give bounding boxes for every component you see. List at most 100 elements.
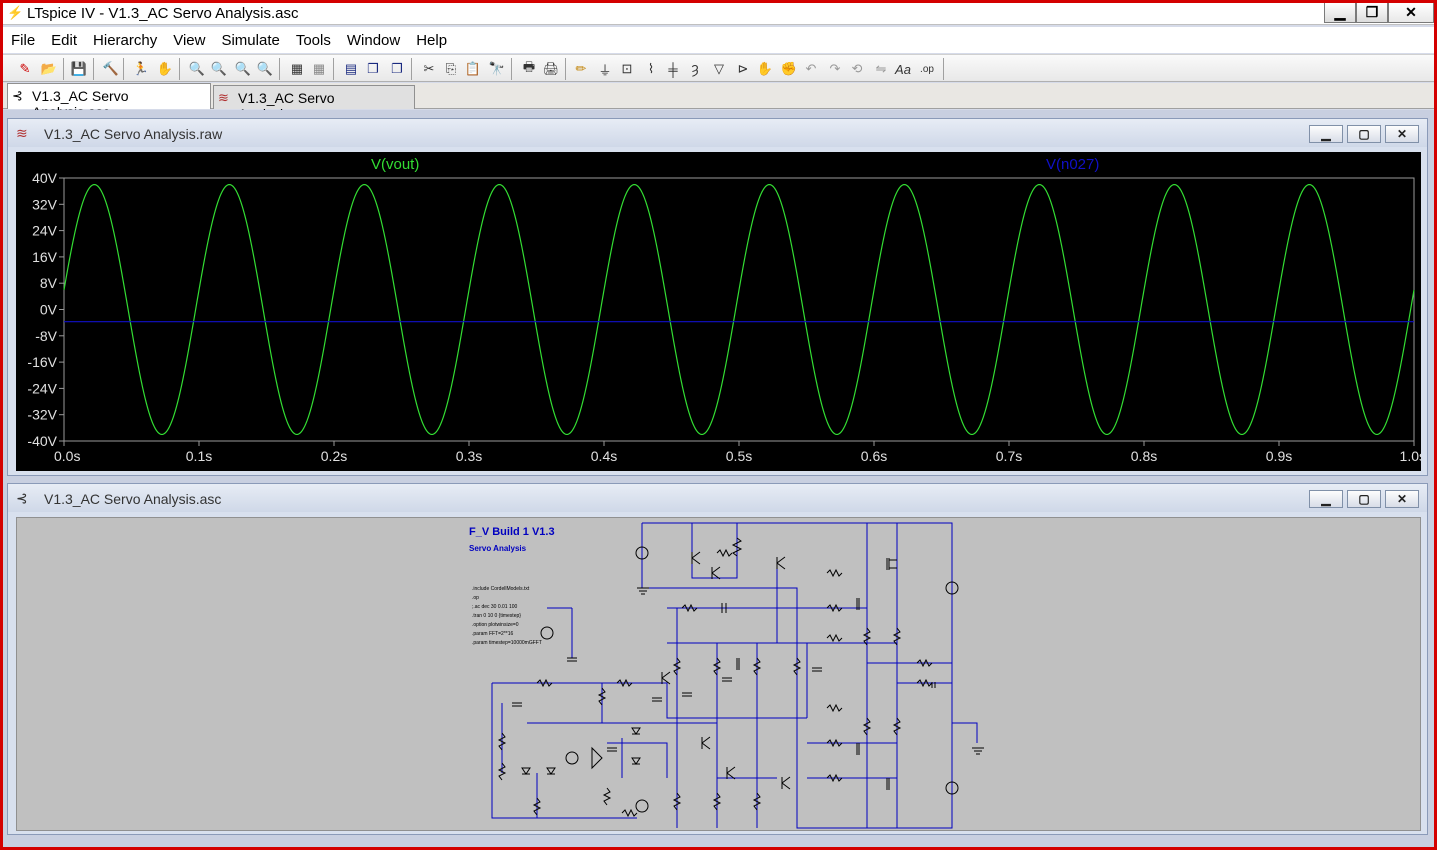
menu-simulate[interactable]: Simulate bbox=[221, 31, 280, 49]
waveform-icon: ≋ bbox=[16, 125, 28, 141]
menu-help[interactable]: Help bbox=[416, 31, 448, 49]
inductor-icon[interactable]: Ȝ bbox=[691, 61, 699, 77]
x-tick-label: 0.0s bbox=[54, 448, 80, 464]
copy-icon[interactable]: ⎘ bbox=[445, 61, 457, 76]
x-tick-label: 0.6s bbox=[861, 448, 887, 464]
waveform-close-button[interactable]: ✕ bbox=[1385, 125, 1419, 143]
open-icon[interactable]: 📂 bbox=[40, 61, 58, 76]
redo-icon[interactable]: ↷ bbox=[829, 61, 841, 76]
tab-schematic[interactable]: ⊰ V1.3_AC Servo Analysis.asc bbox=[7, 83, 211, 120]
waveform-minimize-button[interactable]: ▁ bbox=[1309, 125, 1343, 143]
legend-label-1: V(n027) bbox=[1046, 156, 1099, 173]
resistor-icon[interactable]: ⌇ bbox=[647, 61, 655, 76]
schematic-window-title: V1.3_AC Servo Analysis.asc bbox=[44, 491, 222, 507]
halt-icon[interactable]: ✋ bbox=[156, 61, 174, 76]
move-icon[interactable]: ✋ bbox=[756, 61, 774, 76]
x-tick-label: 0.9s bbox=[1266, 448, 1292, 464]
run-icon[interactable]: 🏃 bbox=[132, 61, 150, 76]
toolbar-separator bbox=[93, 58, 94, 80]
control-panel-icon[interactable]: 🔨 bbox=[102, 61, 120, 76]
y-tick-label: -8V bbox=[35, 328, 57, 344]
y-tick-label: -32V bbox=[27, 407, 57, 423]
autorange-icon[interactable]: ▦ bbox=[290, 61, 304, 76]
print-setup-icon[interactable]: 🖶 bbox=[522, 59, 536, 74]
schematic-minimize-button[interactable]: ▁ bbox=[1309, 490, 1343, 508]
close-all-icon[interactable]: ❐ bbox=[391, 61, 403, 76]
schematic-drawing[interactable]: F_V Build 1 V1.3 Servo Analysis .include… bbox=[17, 518, 1420, 830]
schematic-canvas[interactable]: F_V Build 1 V1.3 Servo Analysis .include… bbox=[16, 517, 1421, 831]
draw-wire-icon[interactable]: ✏ bbox=[575, 61, 587, 76]
menu-view[interactable]: View bbox=[173, 31, 206, 49]
schematic-close-button[interactable]: ✕ bbox=[1385, 490, 1419, 508]
new-schematic-icon[interactable]: ✎ bbox=[19, 61, 31, 76]
ltspice-app-icon: ⚡ bbox=[7, 5, 24, 20]
toolbar-separator bbox=[943, 58, 944, 80]
tile-horizontal-icon[interactable]: ▤ bbox=[344, 61, 358, 76]
schematic-heading: F_V Build 1 V1.3 bbox=[469, 526, 555, 538]
tab-waveform[interactable]: ≋ V1.3_AC Servo Analysis.raw bbox=[213, 85, 415, 122]
menu-hierarchy[interactable]: Hierarchy bbox=[93, 31, 158, 49]
spice-directives[interactable]: .include CordellModels.txt .op ;.ac dec … bbox=[472, 586, 542, 646]
waveform-window-titlebar[interactable]: ≋ V1.3_AC Servo Analysis.raw ▁ ▢ ✕ bbox=[8, 119, 1427, 147]
minimize-button[interactable]: ▁ bbox=[1324, 3, 1356, 23]
text-icon[interactable]: Aa bbox=[895, 61, 911, 77]
legend-label-0: V(vout) bbox=[371, 156, 419, 173]
find-icon[interactable]: 🔭 bbox=[488, 61, 506, 76]
x-tick-label: 0.5s bbox=[726, 448, 752, 464]
x-tick-label: 0.1s bbox=[186, 448, 212, 464]
close-button[interactable]: ✕ bbox=[1388, 3, 1434, 23]
pan-icon[interactable]: 🔍 bbox=[210, 61, 228, 76]
waveform-window-controls: ▁ ▢ ✕ bbox=[1309, 125, 1419, 143]
toolbar: ✎ 📂 💾 🔨 🏃 ✋ 🔍 🔍 🔍 🔍 ▦ ▦ ▤ ❐ ❐ ✂ ⎘ 📋 🔭 🖶 … bbox=[3, 54, 1434, 82]
zoom-out-icon[interactable]: 🔍 bbox=[234, 61, 252, 76]
x-tick-label: 0.3s bbox=[456, 448, 482, 464]
rotate-icon[interactable]: ⟲ bbox=[851, 61, 863, 76]
diode-icon[interactable]: ▽ bbox=[714, 61, 724, 76]
zoom-in-icon[interactable]: 🔍 bbox=[188, 61, 206, 76]
spice-directive-icon[interactable]: .op bbox=[920, 63, 934, 75]
mark-icon[interactable]: ▦ bbox=[312, 61, 326, 76]
toolbar-separator bbox=[565, 58, 566, 80]
waveform-maximize-button[interactable]: ▢ bbox=[1347, 125, 1381, 143]
paste-icon[interactable]: 📋 bbox=[464, 61, 482, 76]
zoom-cancel-icon[interactable]: 🔍 bbox=[256, 61, 274, 76]
toolbar-separator bbox=[63, 58, 64, 80]
save-icon[interactable]: 💾 bbox=[70, 61, 88, 76]
schematic-components bbox=[497, 537, 984, 818]
x-tick-label: 0.4s bbox=[591, 448, 617, 464]
restore-button[interactable]: ❐ bbox=[1356, 3, 1388, 23]
toolbar-separator bbox=[123, 58, 124, 80]
ground-icon[interactable]: ⏚ bbox=[598, 62, 612, 78]
print-icon[interactable]: 🖨 bbox=[542, 61, 560, 76]
y-tick-label: 32V bbox=[32, 196, 58, 212]
capacitor-icon[interactable]: ╪ bbox=[668, 61, 678, 77]
cascade-icon[interactable]: ❐ bbox=[367, 61, 379, 76]
menu-file[interactable]: File bbox=[11, 31, 36, 49]
drag-icon[interactable]: ✊ bbox=[780, 61, 798, 76]
y-tick-label: -40V bbox=[27, 433, 57, 449]
menu-window[interactable]: Window bbox=[346, 31, 401, 49]
y-tick-label: 16V bbox=[32, 249, 58, 265]
directive-line: .include CordellModels.txt bbox=[472, 586, 530, 592]
title-bar: ⚡ LTspice IV - V1.3_AC Servo Analysis.as… bbox=[3, 3, 1434, 25]
label-net-icon[interactable]: ⊡ bbox=[621, 61, 633, 76]
schematic-maximize-button[interactable]: ▢ bbox=[1347, 490, 1381, 508]
component-icon[interactable]: ⊳ bbox=[737, 61, 749, 76]
directive-line: .option plotwinsize=0 bbox=[472, 622, 519, 628]
menu-tools[interactable]: Tools bbox=[295, 31, 331, 49]
undo-icon[interactable]: ↶ bbox=[805, 61, 817, 76]
mirror-icon[interactable]: ⇋ bbox=[875, 61, 887, 76]
y-tick-label: -24V bbox=[27, 380, 57, 396]
x-tick-label: 1.0s bbox=[1400, 448, 1421, 464]
schematic-icon: ⊰ bbox=[16, 490, 28, 506]
schematic-wires bbox=[491, 522, 978, 829]
window-title: LTspice IV - V1.3_AC Servo Analysis.asc bbox=[27, 5, 299, 22]
schematic-window-titlebar[interactable]: ⊰ V1.3_AC Servo Analysis.asc ▁ ▢ ✕ bbox=[8, 484, 1427, 512]
cut-icon[interactable]: ✂ bbox=[423, 61, 435, 76]
menu-edit[interactable]: Edit bbox=[51, 31, 78, 49]
